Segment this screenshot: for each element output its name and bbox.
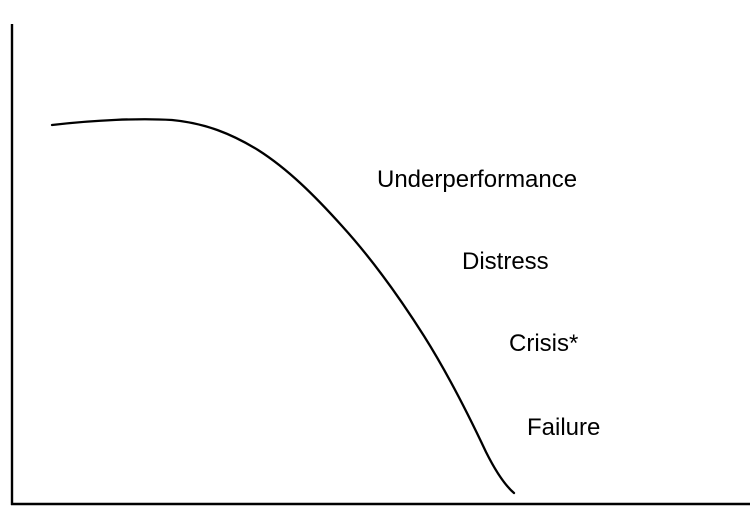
- annotation-underperformance: Underperformance: [377, 166, 578, 193]
- performance-decline-curve: [50, 118, 516, 495]
- annotation-crisis: Crisis*: [509, 330, 579, 357]
- annotation-failure: Failure: [527, 414, 601, 441]
- annotation-distress: Distress: [462, 248, 549, 275]
